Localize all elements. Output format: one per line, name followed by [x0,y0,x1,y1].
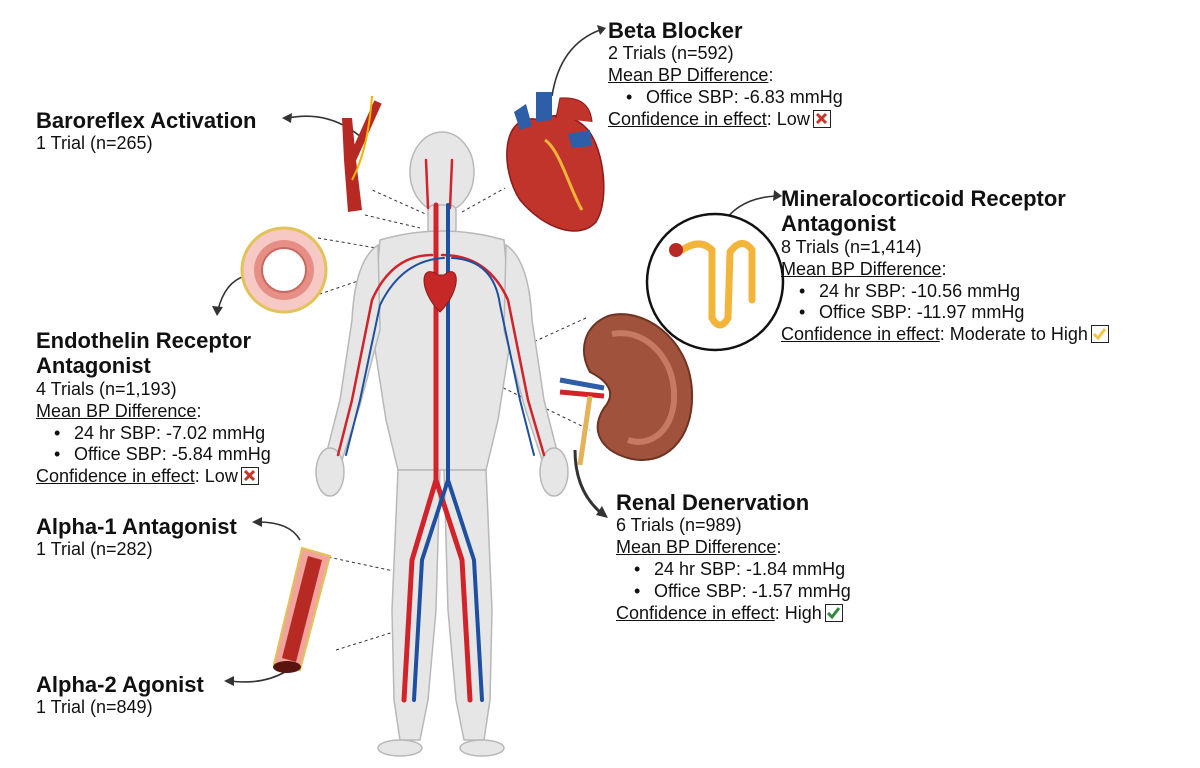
mra-list: 24 hr SBP: -10.56 mmHg Office SBP: -11.9… [781,281,1109,325]
mra-block: Mineralocorticoid Receptor Antagonist 8 … [781,186,1109,346]
mra-title-line2: Antagonist [781,211,896,237]
renal-office: Office SBP: -1.57 mmHg [634,581,851,603]
body-heart [423,271,457,313]
beta-blocker-conf-label: Confidence in effect [608,109,767,130]
endothelin-block: Endothelin Receptor Antagonist 4 Trials … [36,328,271,488]
beta-blocker-list: Office SBP: -6.83 mmHg [608,87,843,109]
renal-24hr: 24 hr SBP: -1.84 mmHg [634,559,851,581]
heart-illustration [506,92,605,232]
renal-mean-label: Mean BP Difference [616,537,777,558]
baroreflex-title: Baroreflex Activation [36,108,257,133]
arrow-heads [212,25,782,686]
mra-24hr: 24 hr SBP: -10.56 mmHg [799,281,1109,303]
renal-list: 24 hr SBP: -1.84 mmHg Office SBP: -1.57 … [616,559,851,603]
endothelin-conf-label: Confidence in effect [36,466,195,487]
endothelin-office: Office SBP: -5.84 mmHg [54,444,271,466]
endothelin-title-line2: Antagonist [36,353,151,379]
renal-confidence: Confidence in effect: High [616,603,851,625]
vessel-cross-section [240,226,328,314]
renal-conf-value: High [784,603,822,624]
mra-confidence: Confidence in effect: Moderate to High [781,324,1109,346]
baroreflex-trials: 1 Trial (n=265) [36,133,153,154]
artery-segment-illustration [272,546,332,673]
renal-trials: 6 Trials (n=989) [616,515,742,536]
mra-mean-heading: Mean BP Difference: [781,258,947,279]
endothelin-list: 24 hr SBP: -7.02 mmHg Office SBP: -5.84 … [36,423,271,467]
endothelin-conf-value: Low [204,466,238,487]
endothelin-trials: 4 Trials (n=1,193) [36,378,177,399]
beta-blocker-conf-value: Low [776,109,810,130]
beta-blocker-confidence: Confidence in effect: Low [608,109,843,131]
mra-title-line1: Mineralocorticoid Receptor [781,186,1066,211]
alpha1-block: Alpha-1 Antagonist 1 Trial (n=282) [36,514,237,561]
alpha2-title: Alpha-2 Agonist [36,672,204,697]
baroreflex-block: Baroreflex Activation 1 Trial (n=265) [36,108,256,155]
mra-mean-label: Mean BP Difference [781,258,942,279]
renal-conf-label: Confidence in effect [616,603,775,624]
endothelin-confidence: Confidence in effect: Low [36,466,271,488]
alpha1-trials: 1 Trial (n=282) [36,539,153,560]
x-mark-icon [240,467,259,486]
renal-block: Renal Denervation 6 Trials (n=989) Mean … [616,490,851,625]
beta-blocker-mean-label: Mean BP Difference [608,65,769,86]
mra-conf-value: Moderate to High [949,324,1088,345]
beta-blocker-mean-heading: Mean BP Difference: [608,65,774,86]
beta-blocker-office: Office SBP: -6.83 mmHg [626,87,843,109]
endothelin-title-line1: Endothelin Receptor [36,328,252,353]
blood-vessels [336,158,546,703]
renal-title: Renal Denervation [616,490,810,515]
mra-office: Office SBP: -11.97 mmHg [799,302,1109,324]
mra-trials: 8 Trials (n=1,414) [781,236,922,257]
check-mark-icon [824,604,843,623]
alpha2-block: Alpha-2 Agonist 1 Trial (n=849) [36,672,204,719]
carotid-illustration [342,95,382,212]
beta-blocker-trials: 2 Trials (n=592) [608,43,734,64]
endothelin-mean-heading: Mean BP Difference: [36,400,202,421]
check-mark-icon [1090,325,1109,344]
kidney-illustration [559,313,694,466]
endothelin-mean-label: Mean BP Difference [36,400,197,421]
mra-conf-label: Confidence in effect [781,324,940,345]
beta-blocker-title: Beta Blocker [608,18,743,43]
nephron-magnifier [645,212,785,352]
alpha2-trials: 1 Trial (n=849) [36,697,153,718]
alpha1-title: Alpha-1 Antagonist [36,514,237,539]
beta-blocker-block: Beta Blocker 2 Trials (n=592) Mean BP Di… [608,18,843,131]
renal-mean-heading: Mean BP Difference: [616,537,782,558]
x-mark-icon [812,110,831,129]
endothelin-24hr: 24 hr SBP: -7.02 mmHg [54,423,271,445]
